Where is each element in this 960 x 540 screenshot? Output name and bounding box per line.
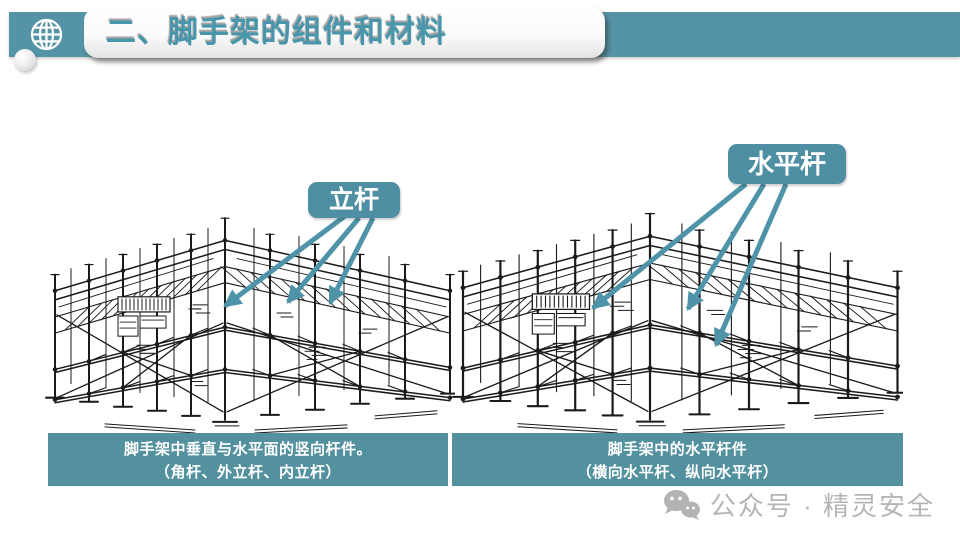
footer-text: 公众号 · 精灵安全 <box>709 491 935 521</box>
scaffold-drawing-left <box>45 198 455 435</box>
label-horizontal-pole: 水平杆 <box>728 144 846 184</box>
globe-icon <box>30 18 63 51</box>
caption-right: 脚手架中的水平杆件 （横向水平杆、纵向水平杆） <box>452 433 903 486</box>
caption-right-line2: （横向水平杆、纵向水平杆） <box>576 464 779 481</box>
scaffold-drawing-right <box>452 193 903 435</box>
decorative-ball <box>14 49 36 71</box>
footer: 公众号 · 精灵安全 <box>663 486 935 523</box>
caption-right-line1: 脚手架中的水平杆件 <box>607 441 748 458</box>
caption-left-line1: 脚手架中垂直与水平面的竖向杆件。 <box>123 441 372 458</box>
label-vertical-pole: 立杆 <box>308 182 400 218</box>
caption-left-line2: （角杆、外立杆、内立杆） <box>154 464 341 481</box>
title-pill: 二、脚手架的组件和材料 <box>84 7 605 58</box>
scaffold-figure-right <box>452 193 903 435</box>
page-title: 二、脚手架的组件和材料 <box>106 16 447 49</box>
wechat-icon <box>663 489 700 520</box>
scaffold-figure-left <box>45 198 455 435</box>
caption-left: 脚手架中垂直与水平面的竖向杆件。 （角杆、外立杆、内立杆） <box>48 433 448 486</box>
